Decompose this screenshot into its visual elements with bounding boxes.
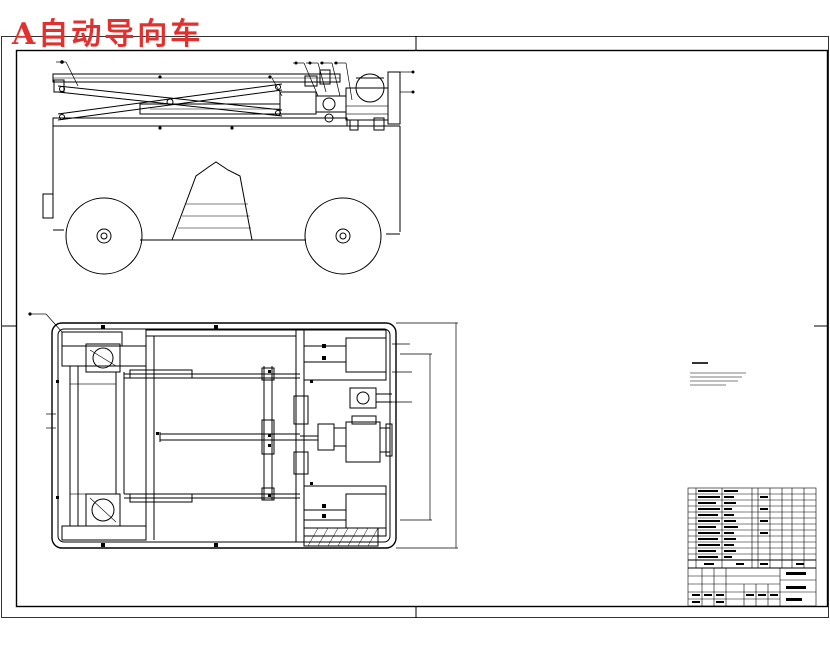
- top-view: [28, 312, 458, 549]
- sheet-border: [1, 36, 829, 618]
- technical-notes: [690, 362, 746, 386]
- side-view: [42, 60, 415, 275]
- rear-wheel: [65, 197, 143, 275]
- chassis-body: [42, 125, 401, 241]
- front-wheel: [304, 197, 382, 275]
- drive-motor: [279, 69, 401, 131]
- title-block: [687, 487, 817, 607]
- bom-text-marks: [692, 490, 806, 603]
- dimension-lines: [46, 322, 458, 549]
- drawing-title: A自动导向车: [12, 17, 204, 52]
- part-leaders-side: [56, 61, 414, 101]
